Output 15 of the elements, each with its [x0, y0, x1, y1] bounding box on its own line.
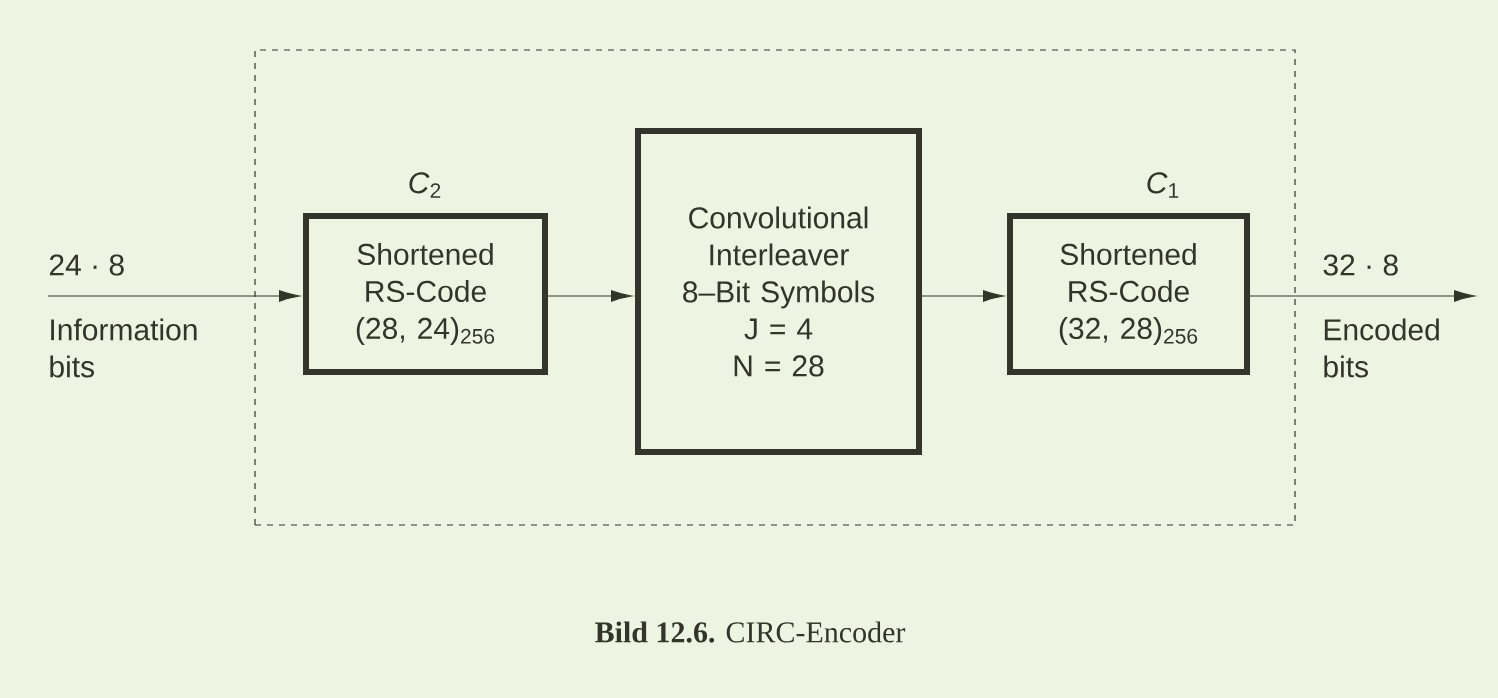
caption: Bild 12.6. CIRC-Encoder: [595, 621, 906, 643]
dashed-frame: [254, 49, 1296, 526]
node-label: C$_{2}$: [409, 172, 441, 198]
process-box: Shortened RS-Code (32, 28)$_{256}$ C$_{1}$: [1007, 172, 1250, 375]
process-box: Convolutional Interleaver 8–Bit Symbols J = 4 N = 28: [635, 128, 922, 455]
arrow: [921, 290, 1004, 302]
arrow: [1249, 290, 1475, 302]
node-label: C$_{1}$: [1147, 172, 1179, 198]
edge-label: 32 · 8: [1323, 254, 1398, 276]
arrow: [47, 290, 300, 302]
arrow: [547, 290, 632, 302]
edge-label: 24 · 8: [49, 254, 124, 276]
process-box: Shortened RS-Code (28, 24)$_{256}$ C$_{2}$: [303, 172, 548, 375]
signal-label: Encoded bits: [1324, 318, 1439, 378]
signal-label: Information bits: [50, 318, 197, 378]
